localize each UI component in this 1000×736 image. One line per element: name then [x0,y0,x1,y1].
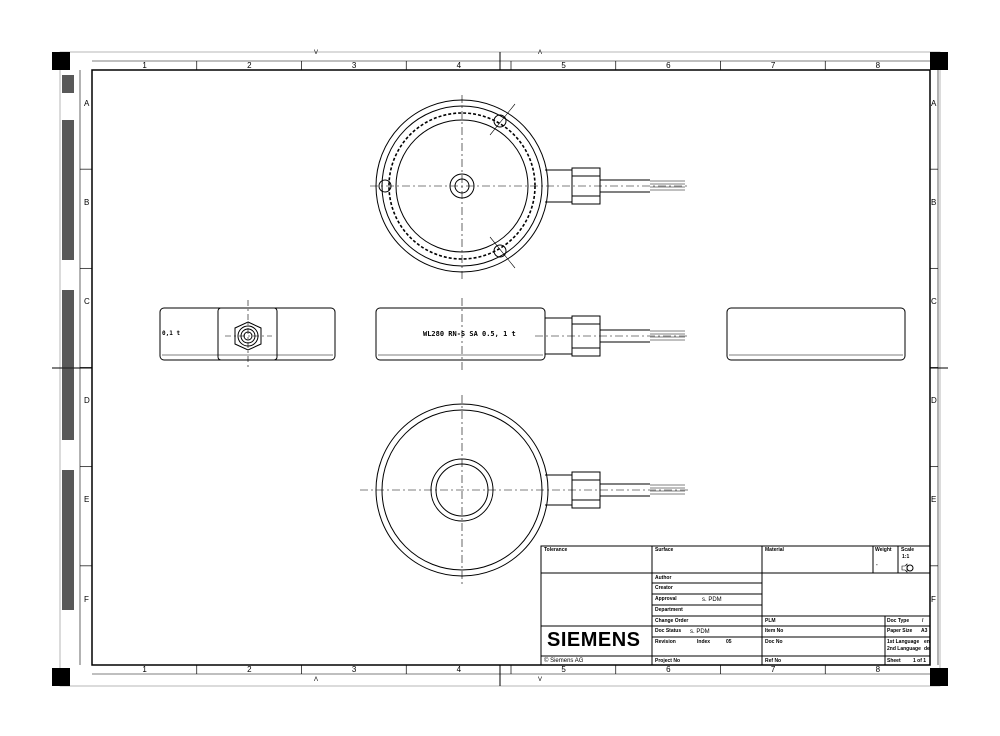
zone-column-top-7: 7 [770,61,776,70]
center-mark-bottom-right: V [538,677,543,683]
margin-notes [62,75,74,610]
top-view [370,95,690,280]
paper-size-label: Paper Size [887,628,913,634]
copyright: © Siemens AG [544,658,584,664]
zone-row-right-C: C [931,297,937,307]
zone-row-left-E: E [84,495,90,505]
doc-type-value: / [922,618,924,624]
material-label: Material [765,547,784,553]
zone-column-top-5: 5 [561,61,566,70]
corner-marks [52,52,948,686]
doc-type-label: Doc Type [887,618,910,624]
surface-label: Surface [655,547,674,553]
center-mark-top-left: V [314,50,319,56]
doc-no-label: Doc No [765,639,783,645]
zone-column-top-3: 3 [351,61,357,70]
lang1-value: en [924,639,930,645]
doc-status-value: s. PDM [690,629,710,635]
change-order-label: Change Order [655,618,689,624]
bottom-view [360,395,690,585]
zone-column-bottom-6: 6 [666,665,671,674]
front-view [375,298,690,372]
weight-label: Weight [875,547,892,553]
creator-label: Creator [655,585,673,591]
zone-column-top-8: 8 [875,61,881,70]
zone-column-top-2: 2 [247,61,252,70]
zone-row-right-B: B [931,197,937,207]
zone-row-left-F: F [84,594,89,604]
zone-row-left-D: D [84,396,90,406]
inner-frame [91,69,931,666]
zone-row-left-C: C [84,297,90,307]
zone-column-top-4: 4 [456,61,462,70]
zone-column-bottom-8: 8 [875,665,881,674]
zone-column-bottom-4: 4 [456,665,462,674]
center-mark-bottom-left: Λ [314,677,319,683]
sheet-label: Sheet [887,658,901,664]
scale-value: 1:1 [902,554,910,560]
lang2-label: 2nd Language [887,646,921,652]
lang1-label: 1st Language [887,639,920,645]
zone-column-bottom-2: 2 [247,665,252,674]
weight-value: - [876,562,878,568]
tolerance-label: Tolerance [544,547,568,553]
zone-column-bottom-3: 3 [351,665,357,674]
zone-column-bottom-1: 1 [142,665,147,674]
scale-label: Scale [901,547,915,553]
department-label: Department [655,607,683,613]
approval-value: s. PDM [702,597,722,603]
author-label: Author [655,575,672,581]
item-no-label: Item No [765,628,784,634]
zone-column-bottom-7: 7 [770,665,776,674]
left-side-view [159,300,336,370]
part-marking: WL280 RN-S SA 0.5, 1 t [423,330,516,338]
ref-no-label: Ref No [765,658,782,664]
paper-size-value: A3 [921,628,928,634]
siemens-logo: SIEMENS [547,629,641,651]
sheet-value: 1 of 1 [913,658,927,664]
plm-label: PLM [765,618,776,624]
center-mark-top-right: Λ [538,50,543,56]
index-label: Index [697,639,711,645]
outer-frame [59,51,941,687]
lang2-value: de [924,646,930,652]
zone-row-right-E: E [931,495,937,505]
zone-row-left-B: B [84,197,90,207]
approval-label: Approval [655,596,677,602]
side-marking: 0,1 t [162,330,181,337]
zone-row-right-D: D [931,396,937,406]
revision-label: Revision [655,639,676,645]
doc-status-label: Doc Status [655,628,682,634]
title-block-grid [540,545,931,666]
zone-column-top-1: 1 [142,61,147,70]
right-side-view [726,307,906,361]
index-value: 05 [726,639,732,645]
zone-row-left-A: A [84,98,90,108]
project-no-label: Project No [655,658,681,664]
zone-row-right-F: F [931,594,936,604]
zone-row-right-A: A [931,98,937,108]
zone-column-top-6: 6 [666,61,671,70]
zone-column-bottom-5: 5 [561,665,566,674]
